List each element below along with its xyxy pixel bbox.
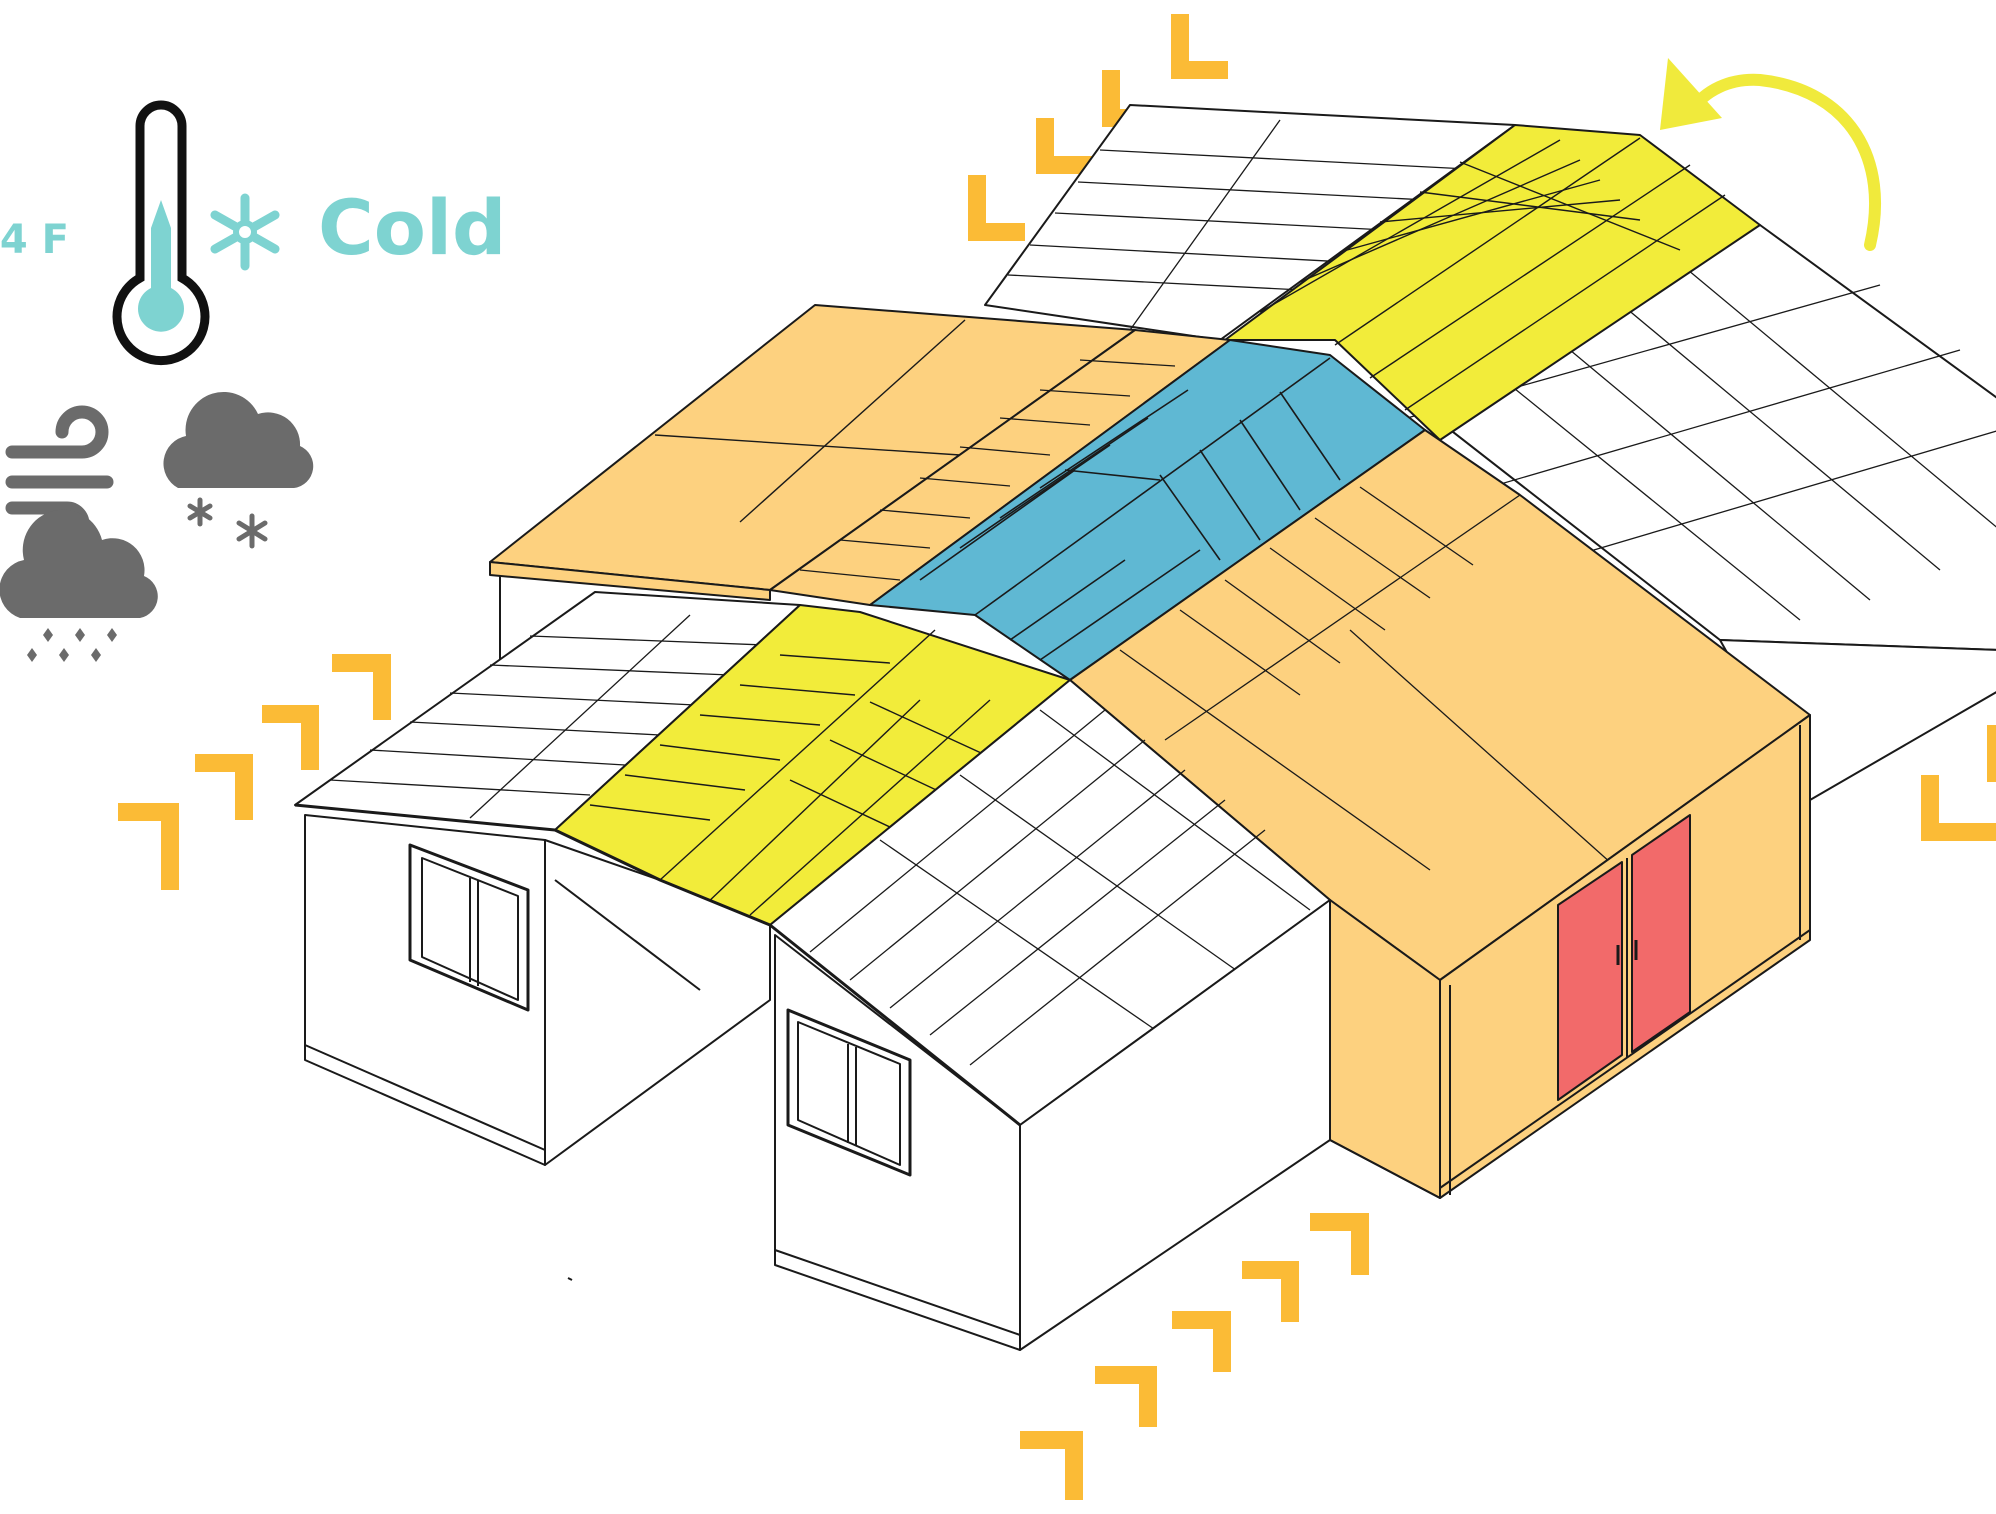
snow-cloud-icon xyxy=(163,391,314,549)
left-cabin-side-wall xyxy=(544,839,771,1166)
right-window xyxy=(786,1008,912,1177)
wind-chevron xyxy=(1172,1311,1231,1372)
wind-chevron xyxy=(1095,1366,1157,1427)
temperature-label: 04 F xyxy=(0,217,69,263)
left-window xyxy=(408,843,530,1012)
orange-back-wall xyxy=(489,561,771,601)
wind-chevron xyxy=(1171,14,1228,79)
door-left xyxy=(1557,861,1623,1101)
wind-chevron xyxy=(1036,118,1095,174)
wind-chevron xyxy=(1242,1261,1299,1322)
wind-chevron xyxy=(968,175,1025,241)
orange-front-right-wall xyxy=(1439,714,1811,1199)
snowflake-icon xyxy=(210,193,280,271)
wind-chevron xyxy=(332,654,391,720)
right-cabin-side-wall xyxy=(1019,899,1331,1351)
wind-chevron xyxy=(118,803,179,890)
wind-chevron xyxy=(262,705,319,770)
wind-chevron xyxy=(195,754,253,820)
wind-chevron xyxy=(1310,1213,1369,1275)
warm-air-arrow xyxy=(1660,58,1882,251)
condition-label: Cold xyxy=(318,183,506,272)
wind-chevron xyxy=(1020,1431,1083,1500)
rain-cloud-icon xyxy=(0,509,158,662)
yellow-back-roof xyxy=(1224,124,1761,441)
wind-chevron xyxy=(1921,775,1996,841)
weather-legend: 04 F Cold xyxy=(0,100,506,662)
building xyxy=(294,104,1996,1351)
door-right xyxy=(1631,814,1691,1053)
thermometer-icon xyxy=(112,100,210,366)
